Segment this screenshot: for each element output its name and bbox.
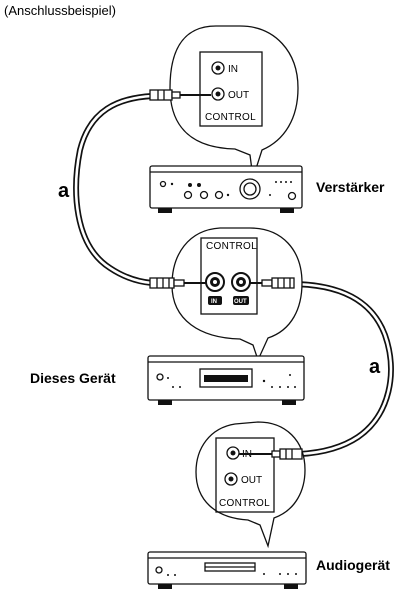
this-unit-in-plug-icon — [149, 277, 207, 289]
cable-a-bottom — [287, 281, 394, 457]
amplifier-label: Verstärker — [316, 179, 385, 195]
diagram-caption: (Anschlussbeispiel) — [4, 3, 116, 18]
cable-label-top: a — [58, 180, 70, 202]
this-unit-label: Dieses Gerät — [30, 370, 116, 386]
amp-in-label: IN — [228, 64, 238, 75]
this-unit-control-callout: CONTROL IN OUT — [171, 227, 303, 362]
audio-out-jack-icon — [224, 472, 238, 486]
amp-out-jack-icon — [211, 87, 225, 101]
amp-volume-knob-icon — [239, 178, 261, 200]
this-unit-device — [147, 355, 305, 405]
amplifier-device — [149, 165, 303, 213]
amp-in-jack-icon — [211, 61, 225, 75]
cable-label-bottom: a — [369, 356, 381, 378]
audio-out-label: OUT — [241, 475, 262, 486]
amplifier-control-callout: IN OUT CONTROL — [169, 25, 299, 179]
audio-in-plug-icon — [239, 448, 303, 460]
audio-device-control-callout: IN OUT CONTROL — [195, 421, 306, 549]
this-unit-out-label: OUT — [234, 299, 247, 305]
disc-tray-icon — [204, 375, 248, 382]
this-unit-in-label: IN — [211, 299, 217, 305]
amp-out-label: OUT — [228, 90, 249, 101]
amp-out-plug-icon — [149, 89, 211, 101]
audio-control-caption: CONTROL — [219, 498, 270, 509]
this-unit-control-caption: CONTROL — [206, 241, 257, 252]
audio-device — [147, 551, 307, 589]
amp-control-caption: CONTROL — [205, 112, 256, 123]
audio-device-label: Audiogerät — [316, 557, 390, 573]
this-unit-out-plug-icon — [249, 277, 295, 289]
cable-a-top — [73, 93, 155, 286]
